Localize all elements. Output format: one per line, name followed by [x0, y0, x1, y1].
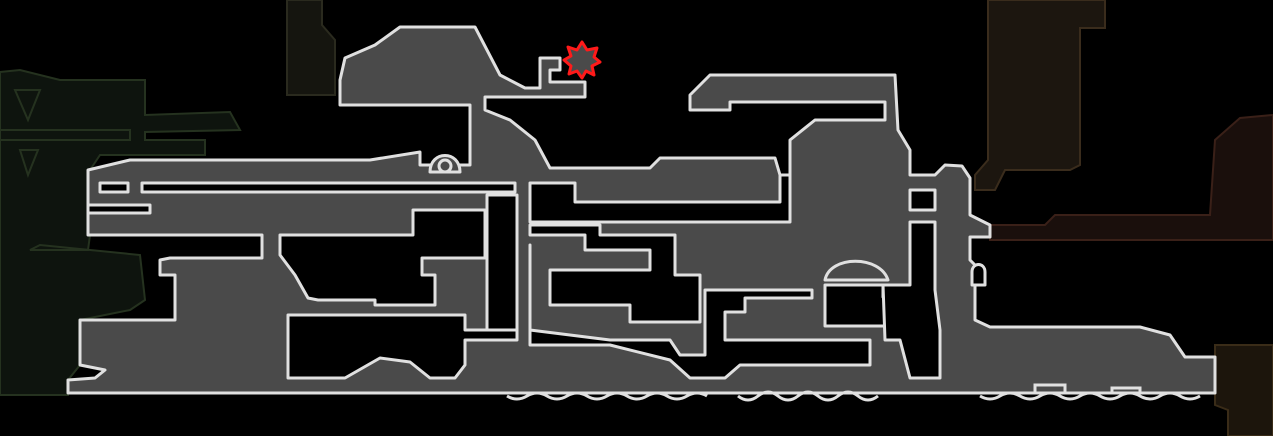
ground-waves	[506, 383, 1201, 402]
bottom-right-area	[1214, 344, 1273, 436]
main-area	[66, 25, 1217, 395]
right-area	[989, 113, 1273, 241]
red-star-marker[interactable]	[562, 40, 602, 80]
right-top-area	[974, 0, 1106, 191]
top-area	[286, 0, 336, 96]
